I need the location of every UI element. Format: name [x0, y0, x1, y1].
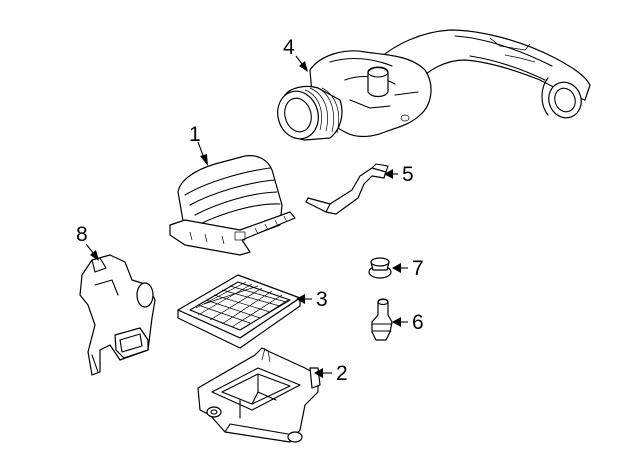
callout-2: 2 — [336, 362, 348, 385]
callout-4: 4 — [283, 36, 295, 59]
part-1-air-cleaner-cover[interactable] — [169, 155, 296, 256]
part-2-lower-housing[interactable] — [197, 347, 321, 443]
callout-1: 1 — [189, 123, 201, 146]
part-8-inlet-duct[interactable] — [79, 254, 156, 376]
part-7-grommet[interactable] — [368, 257, 392, 279]
callout-numbers: 1 2 3 4 5 6 7 8 — [76, 36, 424, 385]
callout-leaders — [85, 55, 408, 378]
callout-3: 3 — [316, 288, 328, 311]
callout-6: 6 — [412, 311, 424, 334]
part-3-filter-element[interactable] — [177, 274, 301, 349]
callout-5: 5 — [402, 163, 414, 186]
callout-7: 7 — [412, 257, 424, 280]
part-6-fastener[interactable] — [371, 298, 393, 341]
part-5-bracket[interactable] — [305, 163, 389, 215]
callout-8: 8 — [76, 223, 88, 246]
part-4-intake-duct[interactable] — [272, 29, 591, 143]
